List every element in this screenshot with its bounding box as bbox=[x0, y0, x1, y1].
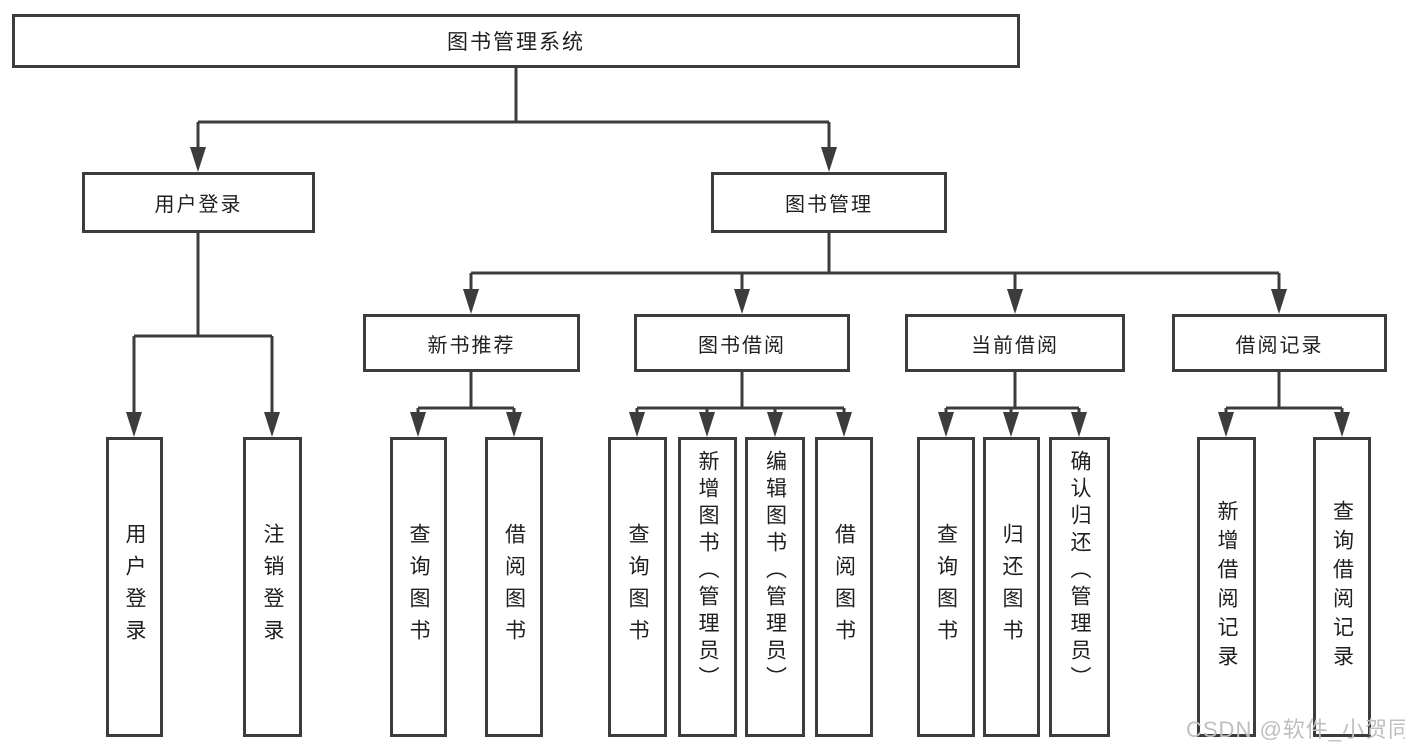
leaf-logout: 注销登录 bbox=[243, 437, 302, 737]
leaf-query-books-borrowing: 查询图书 bbox=[608, 437, 667, 737]
node-new-book-recommend: 新书推荐 bbox=[363, 314, 580, 372]
node-book-management: 图书管理 bbox=[711, 172, 947, 233]
node-book-borrowing: 图书借阅 bbox=[634, 314, 850, 372]
leaf-add-borrow-record: 新增借阅记录 bbox=[1197, 437, 1256, 737]
csdn-watermark: CSDN @软件_小贺同学 bbox=[1186, 717, 1405, 742]
node-user-login: 用户登录 bbox=[82, 172, 315, 233]
node-system-root: 图书管理系统 bbox=[12, 14, 1020, 68]
connector-edges bbox=[132, 68, 1344, 421]
leaf-edit-book-admin: 编辑图书（管理员） bbox=[745, 437, 805, 737]
node-borrow-records: 借阅记录 bbox=[1172, 314, 1387, 372]
leaf-query-books-recommend: 查询图书 bbox=[390, 437, 447, 737]
leaf-confirm-return-admin: 确认归还（管理员） bbox=[1049, 437, 1110, 737]
leaf-user-login: 用户登录 bbox=[106, 437, 163, 737]
leaf-borrow-books-borrowing: 借阅图书 bbox=[815, 437, 873, 737]
leaf-borrow-books-recommend: 借阅图书 bbox=[485, 437, 543, 737]
arrowhead-icons bbox=[126, 147, 1350, 437]
leaf-query-borrow-record: 查询借阅记录 bbox=[1313, 437, 1371, 737]
node-current-borrowing: 当前借阅 bbox=[905, 314, 1125, 372]
leaf-return-books: 归还图书 bbox=[983, 437, 1040, 737]
leaf-add-book-admin: 新增图书（管理员） bbox=[678, 437, 737, 737]
leaf-query-books-current: 查询图书 bbox=[917, 437, 975, 737]
